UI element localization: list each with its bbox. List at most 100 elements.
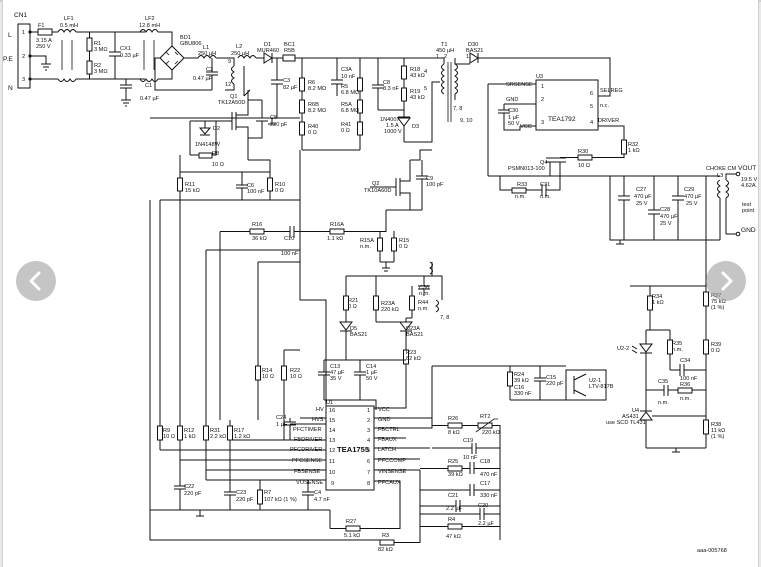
svg-text:VCC: VCC [520,124,532,130]
ic-u1-tea1755: U1 TEA1755 HV HVS PFCTIMER FBDRIVER PFCD… [290,400,407,491]
capacitor-c35: C35 n.m. [654,379,678,406]
svg-text:R17: R17 [234,428,244,434]
svg-text:R7: R7 [264,490,271,496]
svg-text:75 kΩ: 75 kΩ [711,299,726,305]
resistor-r18-r19: R18 43 kΩ R19 43 kΩ [401,58,425,110]
svg-text:50 V: 50 V [508,121,520,127]
svg-text:8.2 MΩ: 8.2 MΩ [308,108,326,114]
resistor-r17: R17 1.2 kΩ [227,420,250,440]
svg-text:U3: U3 [536,74,543,80]
svg-text:C6: C6 [247,183,254,189]
svg-text:47 µF: 47 µF [330,370,345,376]
resistor-r6-chain: R6 8.2 MΩ R6B 8.2 MΩ R40 0 Ω [299,58,326,150]
svg-text:R5A: R5A [341,102,352,108]
svg-text:82 µF: 82 µF [283,85,298,91]
svg-text:330 nF: 330 nF [480,493,498,499]
resistor-r27: R27 5.1 kΩ [344,519,361,539]
svg-text:5: 5 [367,448,370,454]
svg-text:1: 1 [541,84,544,90]
svg-text:R30: R30 [578,149,588,155]
svg-text:R16A: R16A [330,222,344,228]
svg-text:107 kΩ (1 %): 107 kΩ (1 %) [264,497,297,503]
bridge-bd1: BD1 GBU806 [159,35,201,71]
svg-text:VOUT: VOUT [738,165,756,172]
svg-text:220 pF: 220 pF [270,122,288,128]
svg-text:BC1: BC1 [284,42,295,48]
svg-text:R36: R36 [680,382,690,388]
resistor-r22: R22 10 Ω [281,350,302,440]
svg-text:point: point [742,208,755,214]
svg-text:1 µF: 1 µF [508,115,520,121]
capacitor-c29: C29 470 µF 25 V [672,176,702,240]
resistor-r23: R23 82 kΩ [403,345,421,380]
resistor-r23a: R23A 220 kΩ [373,276,399,322]
svg-text:14: 14 [329,428,335,434]
inductor-l1: L1 250 µH [197,45,217,59]
svg-text:R39: R39 [711,342,721,348]
diode-d3: 1N4007 1.5 A 1000 V D3 [380,110,419,142]
svg-text:LF1: LF1 [64,16,74,22]
svg-text:1: 1 [367,408,370,414]
resistor-r38: R38 11 kΩ (1 %) [703,390,725,448]
svg-text:12.8 mH: 12.8 mH [139,23,160,29]
svg-text:220 pF: 220 pF [184,491,202,497]
svg-text:HV: HV [316,407,324,413]
capacitor-c14: C14 1 µF 50 V [354,360,378,400]
next-button[interactable] [706,261,746,301]
svg-text:1 kΩ: 1 kΩ [628,148,640,154]
svg-text:C3A: C3A [341,67,352,73]
svg-text:P.E: P.E [3,56,13,63]
capacitor-c6: C6 100 nF [236,172,265,200]
previous-button[interactable] [16,261,56,301]
capacitor-c15: C15 220 pF [534,366,564,400]
svg-text:BAS21: BAS21 [350,332,367,338]
svg-text:470 µF: 470 µF [634,194,652,200]
svg-text:0 Ω: 0 Ω [341,128,350,134]
svg-text:0 Ω: 0 Ω [399,244,408,250]
svg-text:Q2: Q2 [372,181,379,187]
capacitor-c1: C1 0.47 µF [120,79,160,107]
svg-text:0.33 µF: 0.33 µF [120,53,140,59]
svg-text:470 nF: 470 nF [480,472,498,478]
svg-text:C3: C3 [283,78,290,84]
resistor-r11: R11 15 kΩ [177,155,200,420]
output-terminals: VOUT 19.5 V 4.62A test point GND [735,165,757,237]
svg-text:AS431: AS431 [622,414,639,420]
svg-text:10 Ω: 10 Ω [212,162,224,168]
svg-text:100 nF: 100 nF [680,376,698,382]
svg-text:50 V: 50 V [366,376,378,382]
svg-text:1.5 A: 1.5 A [386,123,399,129]
svg-text:BAS21: BAS21 [466,48,483,54]
svg-text:11: 11 [466,54,472,60]
resistor-r9: R9 10 Ω [157,200,175,450]
svg-text:R24: R24 [514,372,524,378]
resistor-r39: R39 0 Ω [703,339,721,355]
svg-text:D1: D1 [264,42,271,48]
svg-text:R21: R21 [348,298,358,304]
capacitor-c28: C28 470 µF 25 V [648,176,678,240]
svg-text:3.3 nF: 3.3 nF [383,86,399,92]
svg-text:L2: L2 [236,44,242,50]
svg-text:FBSENSE: FBSENSE [294,469,320,475]
svg-text:R44: R44 [418,300,428,306]
svg-text:220 kΩ: 220 kΩ [381,307,399,313]
resistor-r15: R15 0 Ω [391,231,409,262]
svg-text:0 Ω: 0 Ω [308,130,317,136]
svg-text:7, 8: 7, 8 [453,106,462,112]
svg-text:2.2 µF: 2.2 µF [478,521,495,527]
diode-d5: D5 BAS21 [339,321,367,360]
svg-text:4.7 nF: 4.7 nF [314,497,330,503]
resistor-r24: R24 39 kΩ [507,366,529,400]
svg-text:R5B: R5B [284,48,295,54]
svg-text:C17: C17 [480,481,490,487]
svg-text:25 V: 25 V [636,201,648,207]
svg-text:220 pF: 220 pF [236,497,254,503]
svg-text:C21: C21 [448,493,458,499]
capacitor-c24: C24 1 µF [276,415,296,440]
u1-right-pins: VCC GND FBCTRL FBAUX LATCH PFCCOMP VINSE… [367,407,407,487]
svg-text:R15: R15 [399,238,409,244]
choke-lf2: LF2 12.8 mH [139,16,160,82]
svg-text:R18: R18 [410,67,420,73]
resistor-r34: R34 1 kΩ [647,294,664,311]
svg-text:R26: R26 [448,416,458,422]
